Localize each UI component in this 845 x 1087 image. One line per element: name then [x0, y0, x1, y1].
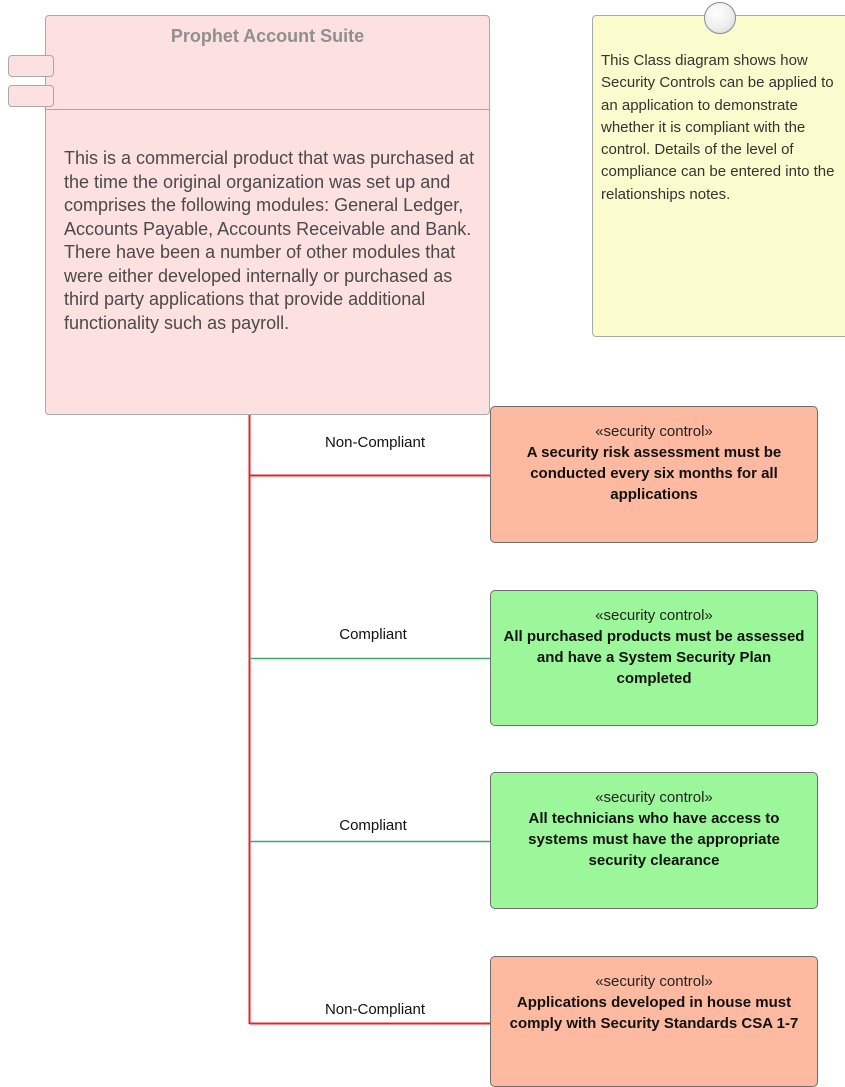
control-name: All technicians who have access to syste…	[528, 810, 780, 869]
component-port-icon-bottom	[8, 85, 54, 107]
relationship-label-2: Compliant	[339, 626, 407, 643]
diagram-note[interactable]: This Class diagram shows how Security Co…	[592, 15, 845, 337]
component-prophet-account-suite[interactable]: Prophet Account Suite This is a commerci…	[45, 15, 490, 415]
note-link-icon	[704, 2, 736, 34]
component-title: Prophet Account Suite	[170, 26, 365, 46]
security-control-2[interactable]: «security control» All purchased product…	[490, 590, 818, 726]
control-name: All purchased products must be assessed …	[503, 628, 805, 687]
component-description: This is a commercial product that was pu…	[64, 148, 475, 333]
control-name: Applications developed in house must com…	[509, 994, 799, 1032]
control-name: A security risk assessment must be condu…	[526, 444, 782, 503]
security-control-4[interactable]: «security control» Applications develope…	[490, 956, 818, 1087]
security-control-3[interactable]: «security control» All technicians who h…	[490, 772, 818, 909]
note-text: This Class diagram shows how Security Co…	[601, 52, 835, 203]
stereotype-label: «security control»	[595, 789, 713, 806]
component-divider	[46, 109, 489, 110]
stereotype-label: «security control»	[595, 423, 713, 440]
relationship-label-4: Non-Compliant	[324, 1001, 426, 1018]
stereotype-label: «security control»	[595, 973, 713, 990]
component-port-icon-top	[8, 55, 54, 77]
security-control-1[interactable]: «security control» A security risk asses…	[490, 406, 818, 543]
relationship-label-3: Compliant	[339, 817, 407, 834]
stereotype-label: «security control»	[595, 607, 713, 624]
relationship-label-1: Non-Compliant	[324, 434, 426, 451]
